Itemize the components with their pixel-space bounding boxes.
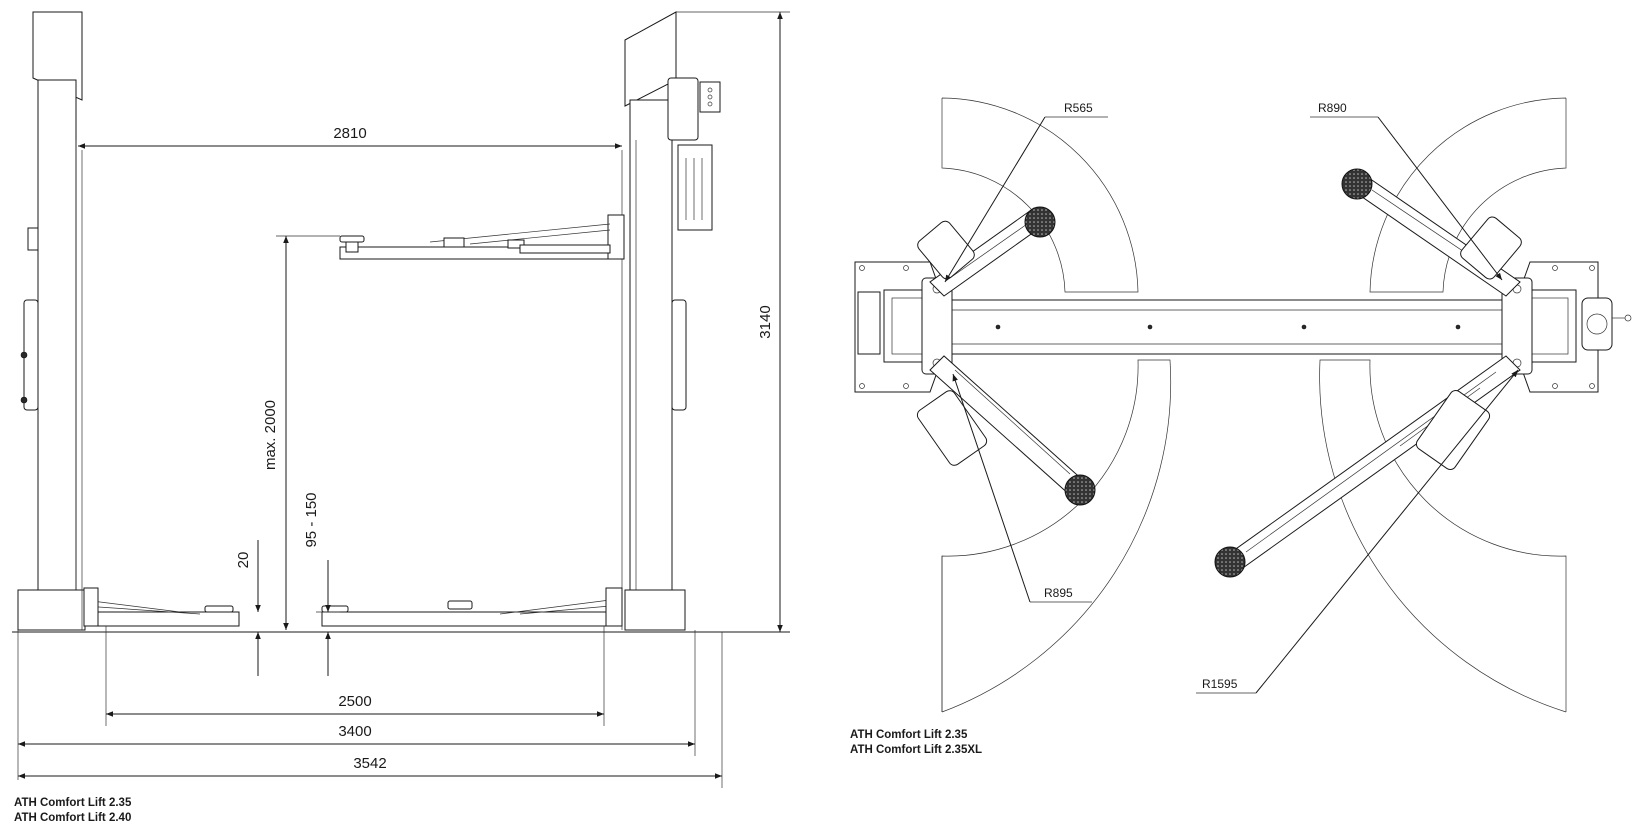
dim-95-150: 95 - 150 [303,492,320,547]
right-base-plate [1519,261,1632,393]
dim-3400: 3400 [338,723,371,740]
dim-20: 20 [235,552,252,569]
front-caption-line-1: ATH Comfort Lift 2.35 [14,797,132,809]
top-view: R565 R890 R895 R1595 ATH Comfort Lift 2.… [850,97,1632,756]
right-column [624,11,721,631]
arm-bottom-left [916,355,1096,506]
dim-3542: 3542 [353,755,386,772]
lowered-arm-left-beam [83,611,240,627]
right-column-footprint [1523,289,1577,363]
front-caption-line-2: ATH Comfort Lift 2.40 [14,812,131,824]
left-column-cap [32,11,83,101]
arm-top-right-pad [1341,168,1373,200]
arm-top-left-guard [917,220,975,280]
right-column-base [624,589,686,631]
dim-max-2000: max. 2000 [262,400,279,470]
oil-tank [677,144,713,231]
arm-top-right-guard [1460,216,1522,280]
right-column-cover [671,299,687,411]
front-view: 2810 3140 max. 2000 95 - 150 20 2500 340… [12,11,790,824]
top-caption-line-1: ATH Comfort Lift 2.35 [850,729,968,741]
radius-r565: R565 [1064,101,1093,115]
lowered-lift-arm-right [321,587,623,627]
dim-2810: 2810 [333,125,366,142]
control-box [699,81,721,113]
swing-area-bottom-right [1319,359,1567,713]
arm-bottom-left-pad [1064,474,1096,506]
left-column-lock [27,227,39,251]
top-caption-line-2: ATH Comfort Lift 2.35XL [850,744,982,756]
motor-unit [667,77,699,141]
left-column-body [37,79,77,591]
arm-top-left [917,206,1056,297]
left-column [17,11,86,631]
motor-top [1581,297,1613,351]
raised-arm-pad [339,235,365,243]
lowered-arm-right-beam [321,611,623,627]
arm-bottom-right-guard [1415,389,1491,471]
arm-top-right [1341,168,1522,297]
raised-lift-arm [339,214,625,260]
radius-r895: R895 [1044,586,1073,600]
dim-3140: 3140 [757,305,774,338]
arm-bottom-right [1214,355,1521,578]
swing-area-top-right [1369,97,1567,293]
radius-r1595: R1595 [1202,677,1238,691]
radius-r890: R890 [1318,101,1347,115]
lowered-lift-arm-left [83,587,240,627]
left-column-base [17,589,86,631]
arm-bottom-right-pad [1214,546,1246,578]
swing-area-bottom-left [941,359,1171,713]
arm-bottom-left-guard [916,390,988,466]
cross-beam [929,299,1531,355]
arm-top-left-pad [1024,206,1056,238]
dim-2500: 2500 [338,693,371,710]
